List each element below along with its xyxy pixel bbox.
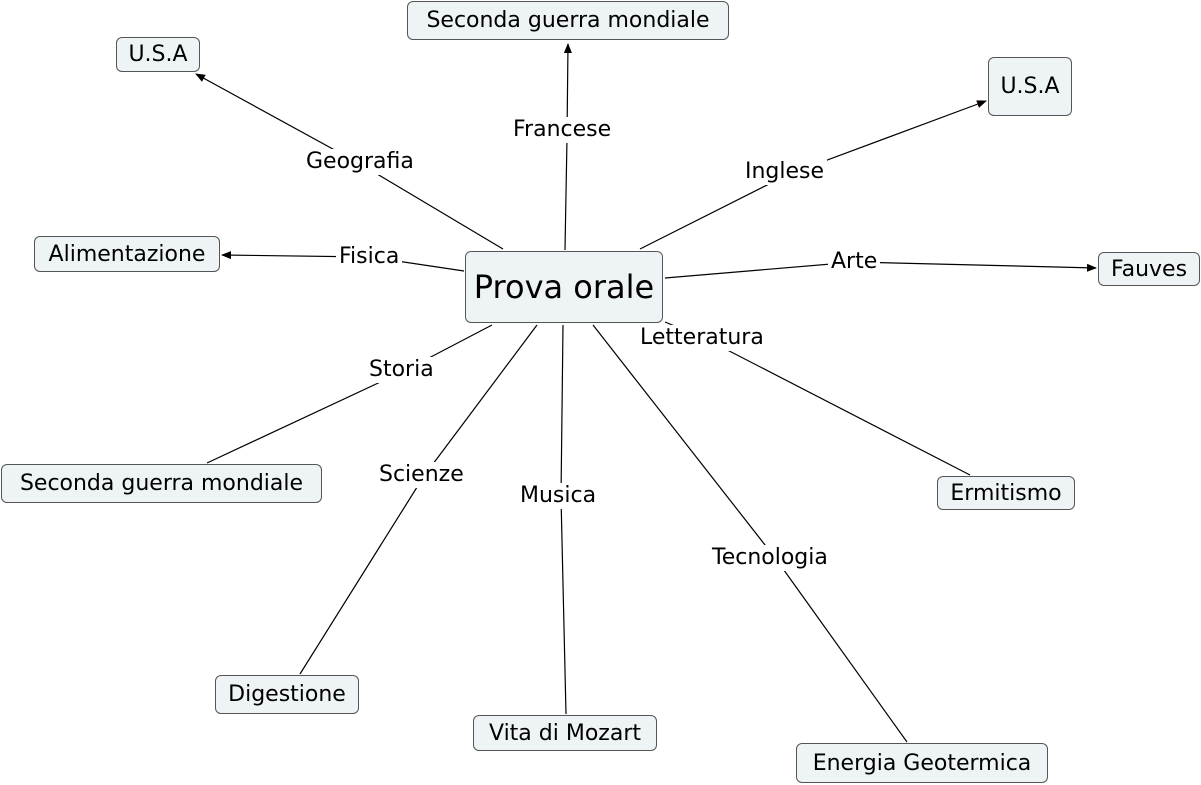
node-scienze-target[interactable]: Digestione: [215, 675, 359, 714]
link-label-inglese: Inglese: [742, 159, 828, 185]
node-inglese-target-label: U.S.A: [1000, 74, 1060, 99]
node-fisica-target[interactable]: Alimentazione: [34, 236, 220, 272]
link-line-musica: [560, 324, 567, 715]
link-line-tecnologia: [592, 324, 908, 743]
link-label-arte: Arte: [828, 249, 881, 275]
link-label-scienze: Scienze: [376, 462, 467, 488]
node-storia-target[interactable]: Seconda guerra mondiale: [1, 464, 322, 503]
link-label-francese: Francese: [510, 117, 615, 143]
link-label-tecnologia: Tecnologia: [709, 545, 831, 571]
node-storia-target-label: Seconda guerra mondiale: [19, 471, 304, 496]
node-geografia-target-label: U.S.A: [128, 42, 188, 67]
link-label-musica: Musica: [517, 483, 600, 509]
node-musica-target-label: Vita di Mozart: [489, 720, 641, 746]
node-geografia-target[interactable]: U.S.A: [116, 37, 200, 72]
node-letteratura-target-label: Ermitismo: [950, 480, 1062, 506]
link-label-letteratura: Letteratura: [637, 325, 767, 351]
node-musica-target[interactable]: Vita di Mozart: [473, 715, 657, 751]
link-label-geografia: Geografia: [303, 149, 417, 175]
link-label-fisica: Fisica: [336, 244, 403, 270]
center-node-label: Prova orale: [473, 268, 655, 306]
node-tecnologia-target-label: Energia Geotermica: [812, 750, 1032, 776]
link-label-storia: Storia: [366, 357, 437, 383]
node-tecnologia-target[interactable]: Energia Geotermica: [796, 743, 1048, 783]
node-arte-target[interactable]: Fauves: [1098, 252, 1200, 286]
node-francese-target-label: Seconda guerra mondiale: [426, 8, 710, 33]
node-letteratura-target[interactable]: Ermitismo: [937, 476, 1075, 510]
node-arte-target-label: Fauves: [1110, 256, 1188, 282]
link-line-francese: [563, 43, 572, 251]
link-line-arte: [664, 261, 1097, 279]
node-inglese-target[interactable]: U.S.A: [988, 57, 1072, 116]
node-francese-target[interactable]: Seconda guerra mondiale: [407, 1, 729, 40]
node-fisica-target-label: Alimentazione: [48, 241, 206, 267]
node-scienze-target-label: Digestione: [228, 682, 346, 707]
center-node[interactable]: Prova orale: [465, 251, 663, 323]
